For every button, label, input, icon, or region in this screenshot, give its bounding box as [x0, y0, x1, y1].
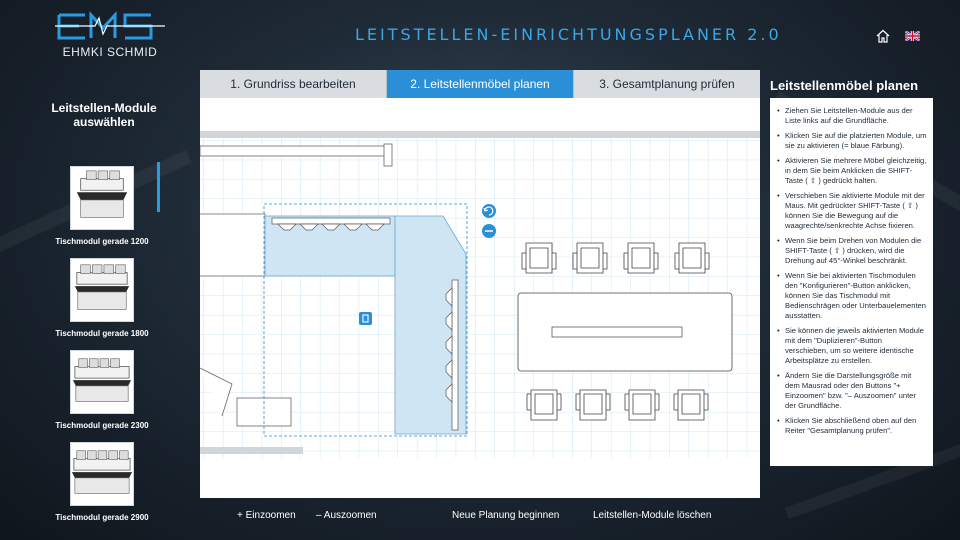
module-label: Tischmodul gerade 2900	[55, 513, 149, 522]
monitor-row-top	[271, 217, 391, 231]
tab-grundriss[interactable]: 1. Grundriss bearbeiten	[200, 70, 387, 98]
wall-top	[200, 131, 760, 138]
delete-modules-button[interactable]: Leitstellen-Module löschen	[593, 510, 712, 521]
module-label: Tischmodul gerade 1800	[55, 329, 149, 338]
selection-box	[263, 203, 468, 437]
chairs-bottom[interactable]	[526, 389, 709, 421]
module-item-2300[interactable]: Tischmodul gerade 2300	[42, 344, 162, 436]
instruction-item: Klicken Sie auf die platzierten Module, …	[777, 131, 927, 151]
tab-gesamtplanung[interactable]: 3. Gesamtplanung prüfen	[574, 70, 760, 98]
tab-moebel-planen[interactable]: 2. Leitstellenmöbel planen	[387, 70, 574, 98]
sidebar-title: Leitstellen-Module auswählen	[51, 101, 157, 129]
instruction-item: Aktivieren Sie mehrere Möbel gleichzeiti…	[777, 156, 927, 186]
desk-module-thumbnail	[70, 258, 134, 322]
desk-module-thumbnail	[70, 350, 134, 414]
instruction-item: Klicken Sie abschließend oben auf den Re…	[777, 416, 927, 436]
step-tabs: 1. Grundriss bearbeiten 2. Leitstellenmö…	[200, 70, 760, 98]
desk-module-thumbnail	[70, 442, 134, 506]
desk-corner-selected[interactable]	[394, 215, 467, 435]
minus-circle-icon[interactable]	[482, 224, 496, 238]
brand-name: EHMKI SCHMID	[62, 45, 158, 59]
panel-title: Leitstellenmöbel planen	[770, 78, 919, 93]
floor-plan-canvas[interactable]	[200, 98, 760, 498]
desk-existing-left[interactable]	[200, 213, 266, 277]
module-list-scrollbar[interactable]	[157, 162, 160, 212]
table-center-element	[551, 326, 683, 338]
shelf-end	[383, 143, 393, 167]
module-item-2900[interactable]: Tischmodul gerade 2900	[42, 436, 162, 528]
home-icon[interactable]	[876, 29, 890, 43]
instruction-item: Ziehen Sie Leitstellen-Module aus der Li…	[777, 106, 927, 126]
app-title: LEITSTELLEN-EINRICHTUNGSPLANER 2.0	[355, 25, 782, 44]
module-label: Tischmodul gerade 2300	[55, 421, 149, 430]
instruction-item: Wenn Sie bei aktivierten Tischmodulen de…	[777, 271, 927, 321]
module-item-1800[interactable]: Tischmodul gerade 1800	[42, 252, 162, 344]
uk-flag-icon[interactable]	[905, 31, 920, 41]
zoom-out-button[interactable]: – Auszoomen	[316, 510, 377, 521]
monitor-column-right	[445, 279, 459, 431]
configure-icon[interactable]	[359, 312, 372, 325]
instruction-item: Ändern Sie die Darstellungsgröße mit dem…	[777, 371, 927, 411]
zoom-in-button[interactable]: + Einzoomen	[237, 510, 296, 521]
module-item-1200[interactable]: Tischmodul gerade 1200	[42, 160, 162, 252]
desk-module-thumbnail	[70, 166, 134, 230]
wall-bottom	[200, 447, 303, 454]
instruction-item: Wenn Sie beim Drehen von Modulen die SHI…	[777, 236, 927, 266]
instruction-item: Sie können die jeweils aktivierten Modul…	[777, 326, 927, 366]
module-label: Tischmodul gerade 1200	[55, 237, 149, 246]
rotate-icon[interactable]	[482, 204, 496, 218]
desk-angled[interactable]	[200, 367, 233, 417]
shelf-element[interactable]	[200, 145, 391, 157]
new-plan-button[interactable]: Neue Planung beginnen	[452, 510, 560, 521]
floor-plan-drawing	[200, 98, 760, 458]
instruction-item: Verschieben Sie aktivierte Module mit de…	[777, 191, 927, 231]
chairs-top[interactable]	[521, 242, 710, 274]
instructions-panel: Ziehen Sie Leitstellen-Module aus der Li…	[770, 98, 933, 466]
ems-logo-mark	[55, 11, 165, 40]
brand-logo[interactable]: EHMKI SCHMID	[55, 10, 165, 62]
module-list[interactable]: Tischmodul gerade 1200 Tischmodul gerade…	[42, 160, 162, 530]
